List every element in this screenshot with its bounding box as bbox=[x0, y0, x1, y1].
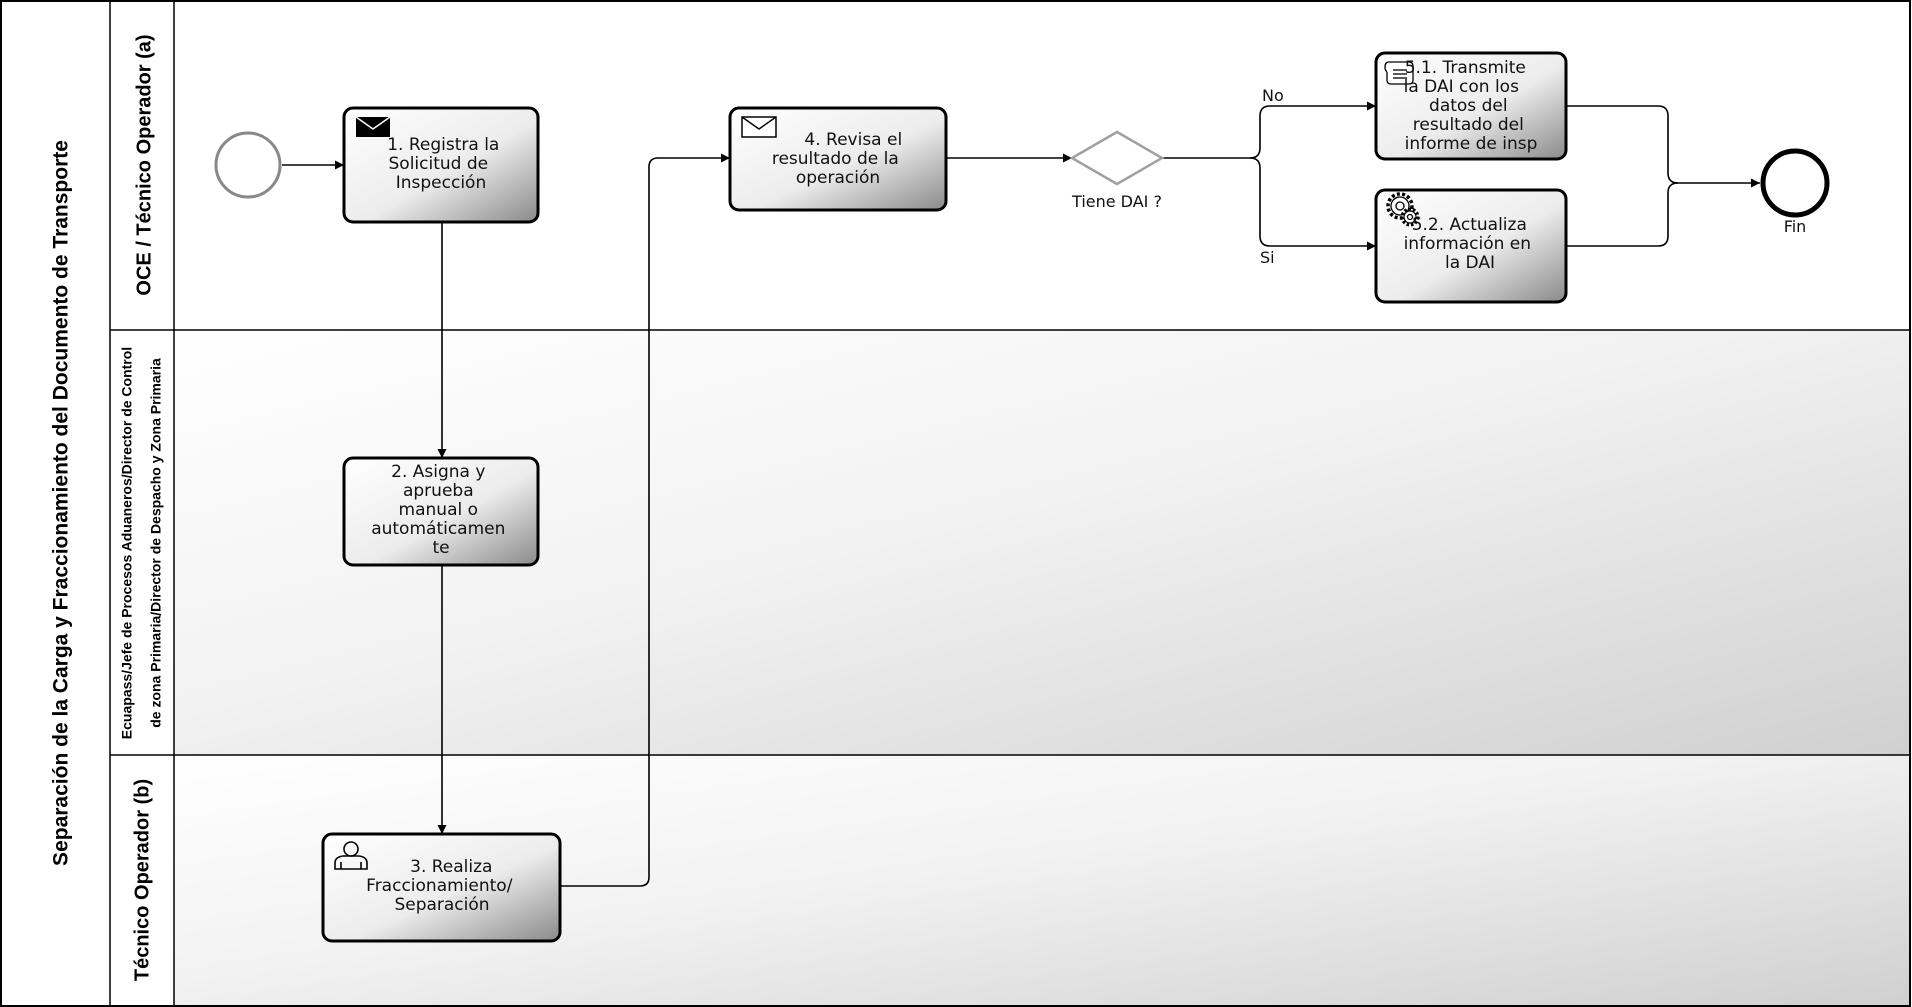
task-4-box[interactable] bbox=[728, 106, 948, 212]
task-5-1-label: 5.1. Transmite la DAI con los datos del … bbox=[1404, 58, 1538, 154]
task-4-line: 4. Revisa el bbox=[804, 130, 902, 150]
task-5-1-line: 5.1. Transmite bbox=[1405, 58, 1526, 78]
end-event-label: Fin bbox=[1784, 217, 1807, 236]
task-1-label: 1. Registra la Solicitud de Inspección bbox=[387, 135, 505, 193]
flow-task-5-1-to-merge bbox=[1566, 105, 1679, 184]
task-3-line: Separación bbox=[394, 895, 489, 915]
task-4[interactable]: 4. Revisa el resultado de la operación bbox=[728, 106, 948, 212]
envelope-filled-icon bbox=[355, 116, 391, 137]
task-3[interactable]: 3. Realiza Fraccionamiento/ Separación bbox=[321, 832, 562, 943]
gateway-tiene-dai[interactable]: Tiene DAI ? bbox=[1069, 130, 1165, 211]
envelope-outline-icon bbox=[741, 116, 777, 138]
start-event[interactable] bbox=[214, 131, 282, 199]
task-1-box[interactable] bbox=[342, 106, 540, 224]
task-3-line: 3. Realiza bbox=[410, 857, 492, 877]
task-5-2-box[interactable] bbox=[1374, 188, 1568, 304]
task-4-label: 4. Revisa el resultado de la operación bbox=[772, 130, 908, 188]
script-icon bbox=[1384, 61, 1414, 85]
task-5-1[interactable]: 5.1. Transmite la DAI con los datos del … bbox=[1374, 51, 1568, 161]
task-1-line: Inspección bbox=[396, 173, 487, 193]
task-5-1-line: datos del bbox=[1429, 96, 1508, 116]
lane-label-ecuapass-line-2: de zona Primaria/Director de Despacho y … bbox=[148, 358, 164, 728]
task-3-label: 3. Realiza Fraccionamiento/ Separación bbox=[366, 857, 518, 915]
flow-label-si: Si bbox=[1260, 248, 1275, 267]
task-2-line: te bbox=[432, 538, 449, 558]
task-1[interactable]: 1. Registra la Solicitud de Inspección bbox=[342, 106, 540, 224]
task-2-line: automáticamen bbox=[371, 519, 505, 539]
task-1-line: 1. Registra la bbox=[387, 135, 499, 155]
task-2-line: manual o bbox=[399, 500, 478, 520]
task-5-2[interactable]: 5.2. Actualiza información en la DAI bbox=[1374, 188, 1568, 304]
task-5-2-line: 5.2. Actualiza bbox=[1412, 215, 1527, 235]
task-5-2-line: la DAI bbox=[1445, 253, 1495, 273]
gear-icon bbox=[1386, 192, 1420, 227]
task-5-2-line: información en bbox=[1404, 234, 1531, 254]
end-event[interactable]: Fin bbox=[1760, 148, 1830, 236]
flow-gateway-no-to-task-5-1 bbox=[1162, 101, 1376, 159]
flow-task-3-to-task-4 bbox=[560, 153, 730, 887]
task-2-line: 2. Asigna y bbox=[391, 462, 485, 482]
flow-label-no: No bbox=[1262, 86, 1284, 105]
task-3-line: Fraccionamiento/ bbox=[366, 876, 513, 896]
task-2[interactable]: 2. Asigna y aprueba manual o automáticam… bbox=[342, 456, 540, 567]
task-2-box[interactable] bbox=[342, 456, 540, 567]
flow-task-5-2-to-merge bbox=[1566, 182, 1679, 247]
task-3-box[interactable] bbox=[321, 832, 562, 943]
user-icon bbox=[334, 841, 368, 870]
pool-title: Separación de la Carga y Fraccionamiento… bbox=[50, 140, 73, 866]
task-5-1-line: la DAI con los bbox=[1404, 77, 1519, 97]
task-2-line: aprueba bbox=[403, 481, 474, 501]
task-4-line: operación bbox=[796, 168, 880, 188]
task-5-2-label: 5.2. Actualiza información en la DAI bbox=[1404, 215, 1537, 273]
task-4-line: resultado de la bbox=[772, 149, 899, 169]
task-1-line: Solicitud de bbox=[389, 154, 489, 174]
task-5-1-line: resultado del bbox=[1413, 115, 1524, 135]
task-5-1-line: informe de insp bbox=[1405, 134, 1538, 154]
gateway-label: Tiene DAI ? bbox=[1071, 192, 1162, 211]
task-5-1-box[interactable] bbox=[1374, 51, 1568, 161]
task-2-label: 2. Asigna y aprueba manual o automáticam… bbox=[371, 462, 511, 558]
lane-label-ecuapass-line-1: Ecuapass/Jefe de Procesos Aduaneros/Dire… bbox=[119, 347, 135, 739]
flow-gateway-si-to-task-5-2 bbox=[1249, 157, 1376, 251]
gateway-diamond[interactable] bbox=[1069, 130, 1165, 186]
end-event-circle[interactable] bbox=[1760, 148, 1830, 218]
lane-label-tecnico: Técnico Operador (b) bbox=[131, 779, 153, 981]
lane-label-oce: OCE / Técnico Operador (a) bbox=[133, 34, 155, 295]
